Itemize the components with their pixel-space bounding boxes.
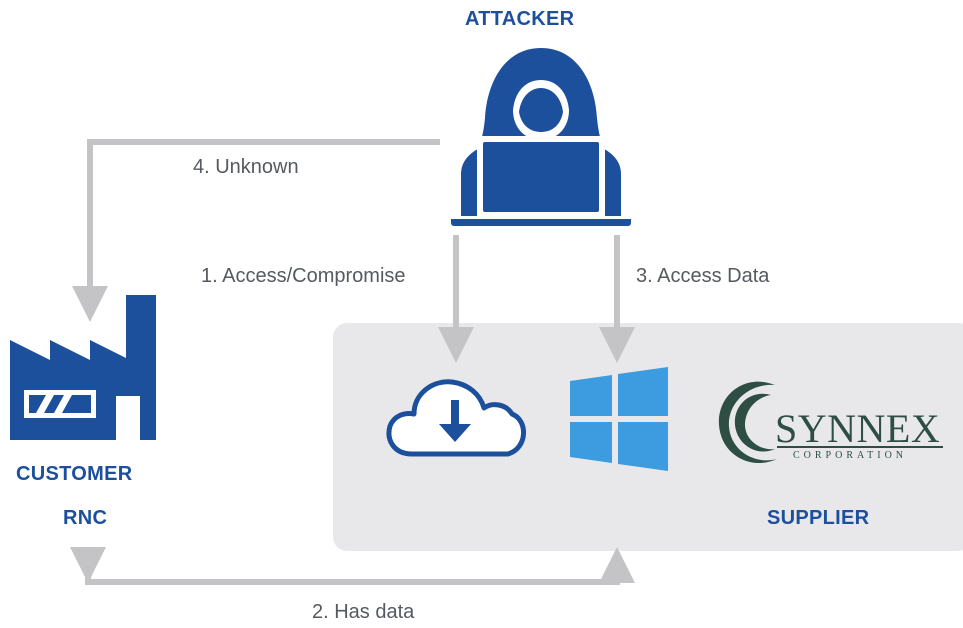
customer-title: CUSTOMER: [16, 463, 133, 485]
flow-label-access-compromise: 1. Access/Compromise: [201, 265, 406, 287]
flow-label-has-data: 2. Has data: [312, 601, 415, 623]
synnex-subtitle: CORPORATION: [793, 450, 908, 461]
synnex-swirl-icon: [718, 381, 777, 464]
customer-name: RNC: [63, 507, 108, 529]
synnex-wordmark: SYNNEX: [775, 406, 941, 451]
supplier-title: SUPPLIER: [767, 507, 870, 529]
arrow-has-data: [70, 547, 635, 585]
flow-label-unknown: 4. Unknown: [193, 156, 299, 178]
flow-label-access-data: 3. Access Data: [636, 265, 770, 287]
windows-logo-icon: [570, 367, 668, 471]
synnex-divider: [777, 446, 943, 448]
cloud-download-icon: [386, 379, 526, 457]
factory-icon: [10, 295, 156, 440]
hooded-attacker-icon: [451, 48, 631, 226]
attacker-title: ATTACKER: [465, 8, 575, 30]
synnex-logo: SYNNEX CORPORATION: [715, 373, 945, 473]
arrow-unknown: [72, 139, 440, 322]
